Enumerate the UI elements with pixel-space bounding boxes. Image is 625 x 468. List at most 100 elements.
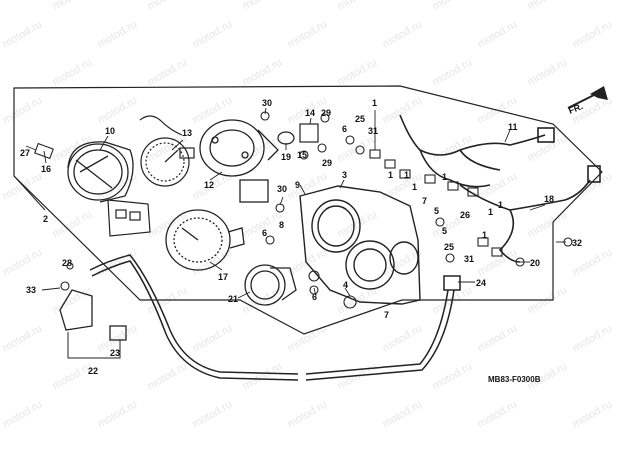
callout-label: 29 bbox=[321, 108, 331, 118]
callout-label: 31 bbox=[464, 254, 474, 264]
watermark-text: motod.ru bbox=[51, 56, 95, 88]
small-gauge bbox=[244, 264, 297, 306]
callout-label: 25 bbox=[355, 114, 365, 124]
watermark-text: motod.ru bbox=[1, 398, 45, 430]
watermark-text: motod.ru bbox=[286, 18, 330, 50]
cable-drive-unit bbox=[59, 289, 127, 341]
watermark-text: motod.ru bbox=[336, 56, 380, 88]
leader-line-2 bbox=[13, 175, 46, 211]
watermark-text: motod.ru bbox=[241, 360, 285, 392]
sub-harness bbox=[459, 165, 601, 263]
watermark-text: motod.ru bbox=[431, 56, 475, 88]
wiring-harness bbox=[399, 114, 555, 188]
callout-label: 21 bbox=[228, 294, 238, 304]
speedometer-cable bbox=[89, 254, 461, 381]
watermark-text: motod.ru bbox=[146, 56, 190, 88]
instrument-panel bbox=[299, 185, 421, 305]
watermark-text: motod.ru bbox=[1, 322, 45, 354]
mount-plate bbox=[299, 123, 319, 143]
callout-label: 33 bbox=[26, 285, 36, 295]
watermark-text: motod.ru bbox=[526, 0, 570, 13]
callout-label: 27 bbox=[20, 148, 30, 158]
watermark-text: motod.ru bbox=[526, 208, 570, 240]
meter-cover bbox=[67, 141, 134, 203]
watermark-text: motod.ru bbox=[431, 132, 475, 164]
small-hardware bbox=[34, 111, 573, 309]
watermark-text: motod.ru bbox=[96, 18, 140, 50]
speedometer bbox=[165, 209, 245, 271]
watermark-text: motod.ru bbox=[381, 398, 425, 430]
watermark-text: motod.ru bbox=[1, 18, 45, 50]
callout-label: 25 bbox=[444, 242, 454, 252]
watermark-text: motod.ru bbox=[241, 0, 285, 13]
diagram-code: MB83-F0300B bbox=[488, 375, 541, 384]
callout-label: 16 bbox=[41, 164, 51, 174]
watermark-text: motod.ru bbox=[51, 208, 95, 240]
callout-label: 6 bbox=[312, 292, 317, 302]
watermark-text: motod.ru bbox=[1, 170, 45, 202]
watermark-text: motod.ru bbox=[1, 246, 45, 278]
callout-label: 5 bbox=[442, 226, 447, 236]
callout-label: 28 bbox=[62, 258, 72, 268]
watermark-text: motod.ru bbox=[571, 322, 615, 354]
callout-label: 1 bbox=[498, 200, 503, 210]
callout-label: 26 bbox=[460, 210, 470, 220]
watermark-text: motod.ru bbox=[526, 56, 570, 88]
leader-line-22 bbox=[67, 332, 121, 359]
callout-label: 1 bbox=[404, 170, 409, 180]
callout-label: 1 bbox=[372, 98, 377, 108]
callout-label: 17 bbox=[218, 272, 228, 282]
watermark-text: motod.ru bbox=[526, 132, 570, 164]
callout-label: 24 bbox=[476, 278, 486, 288]
callout-label: 1 bbox=[482, 230, 487, 240]
watermark-text: motod.ru bbox=[146, 0, 190, 13]
callout-label: 32 bbox=[572, 238, 582, 248]
callout-label: 29 bbox=[322, 158, 332, 168]
watermark-text: motod.ru bbox=[1, 94, 45, 126]
callout-label: 10 bbox=[105, 126, 115, 136]
callout-label: 6 bbox=[262, 228, 267, 238]
watermark-text: motod.ru bbox=[96, 398, 140, 430]
callout-label: 23 bbox=[110, 348, 120, 358]
callout-label: 20 bbox=[530, 258, 540, 268]
callout-label: 13 bbox=[182, 128, 192, 138]
watermark-text: motod.ru bbox=[336, 132, 380, 164]
callout-label: 31 bbox=[368, 126, 378, 136]
speedometer-housing bbox=[199, 119, 279, 203]
callout-labels: 1 1 1 1 1 1 1 1 2 3 4 5 5 6 6 6 7 7 8 9 … bbox=[20, 98, 582, 376]
callout-label: 30 bbox=[262, 98, 272, 108]
tachometer bbox=[139, 115, 195, 187]
watermark-text: motod.ru bbox=[51, 284, 95, 316]
watermark-text: motod.ru bbox=[191, 322, 235, 354]
watermark-text: motod.ru bbox=[381, 322, 425, 354]
watermark-text: motod.ru bbox=[431, 0, 475, 13]
callout-label: 7 bbox=[422, 196, 427, 206]
callout-label: 7 bbox=[384, 310, 389, 320]
callout-label: 1 bbox=[412, 182, 417, 192]
callout-label: 19 bbox=[281, 152, 291, 162]
watermark-text: motod.ru bbox=[146, 360, 190, 392]
watermark-text: motod.ru bbox=[571, 18, 615, 50]
watermark-text: motod.ru bbox=[286, 398, 330, 430]
callout-label: 6 bbox=[342, 124, 347, 134]
meter-bracket bbox=[107, 199, 151, 237]
watermark-text: motod.ru bbox=[336, 0, 380, 13]
callout-label: 12 bbox=[204, 180, 214, 190]
callout-label: 1 bbox=[388, 170, 393, 180]
callout-label: 22 bbox=[88, 366, 98, 376]
callout-label: 1 bbox=[442, 172, 447, 182]
callout-label: 4 bbox=[343, 280, 348, 290]
callout-label: 11 bbox=[508, 122, 518, 132]
callout-label: 18 bbox=[544, 194, 554, 204]
callout-label: 5 bbox=[434, 206, 439, 216]
watermark-text: motod.ru bbox=[51, 132, 95, 164]
leader-lines bbox=[25, 107, 566, 299]
watermark-text: motod.ru bbox=[191, 94, 235, 126]
watermark-text: motod.ru bbox=[191, 398, 235, 430]
watermark-text: motod.ru bbox=[96, 94, 140, 126]
watermark-text: motod.ru bbox=[571, 398, 615, 430]
bulb-sockets bbox=[369, 149, 503, 257]
callout-label: 14 bbox=[305, 108, 315, 118]
callout-label: 1 bbox=[488, 207, 493, 217]
